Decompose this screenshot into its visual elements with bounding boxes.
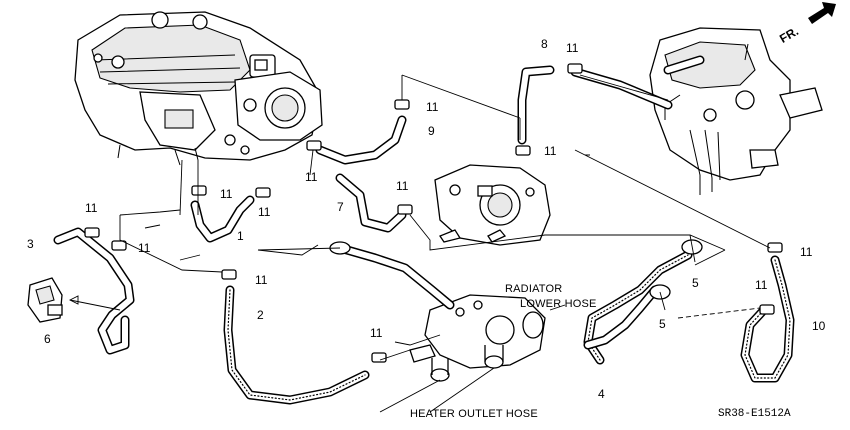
front-direction-indicator: FR.: [777, 2, 836, 46]
thermostat-housing: [434, 164, 551, 246]
clamp-label-11: 11: [755, 278, 768, 292]
part-label-10: 10: [812, 319, 826, 333]
clamp-label-11: 11: [220, 187, 233, 201]
clamp-label-11: 11: [305, 170, 318, 184]
bracket-part-6: [27, 277, 63, 323]
part-label-1: 1: [237, 229, 244, 243]
clamp-label-11: 11: [138, 241, 151, 255]
part-label-2: 2: [257, 308, 264, 322]
clamp-label-11: 11: [800, 245, 813, 259]
diagram-code: SR38-E1512A: [718, 408, 791, 420]
clamp-label-11: 11: [258, 205, 271, 219]
clamp-label-11: 11: [544, 144, 557, 158]
callout-labels: RADIATOR LOWER HOSE HEATER OUTLET HOSE S…: [410, 283, 791, 420]
part-label-7: 7: [337, 200, 344, 214]
clamp-label-11: 11: [85, 201, 98, 215]
engine-head-assembly: [649, 27, 823, 195]
part-label-5-upper: 5: [692, 276, 699, 290]
part-label-8: 8: [541, 37, 548, 51]
intake-manifold-assembly: [74, 11, 323, 166]
part-number-labels: 1 2 3 4 5 5 6 7 8 9 10 11 11 11 11 11 11…: [27, 37, 826, 401]
part-label-4: 4: [598, 387, 605, 401]
heater-outlet-hose-label: HEATER OUTLET HOSE: [410, 408, 538, 420]
radiator-hose-label-line1: RADIATOR: [505, 283, 562, 295]
leader-lines: [68, 74, 771, 413]
front-label: FR.: [777, 24, 801, 46]
clamp-label-11: 11: [566, 41, 579, 55]
part-label-9: 9: [428, 124, 435, 138]
radiator-hose-label-line2: LOWER HOSE: [520, 298, 597, 310]
part-label-6: 6: [44, 332, 51, 346]
front-arrow-icon: [808, 2, 836, 24]
clamp-label-11: 11: [426, 100, 439, 114]
hoses: [53, 65, 795, 405]
water-outlet-housing: [409, 294, 546, 382]
part-label-5-lower: 5: [659, 317, 666, 331]
clamp-label-11: 11: [255, 273, 268, 287]
clamp-label-11: 11: [370, 326, 383, 340]
part-label-3: 3: [27, 237, 34, 251]
clamp-label-11: 11: [396, 179, 409, 193]
